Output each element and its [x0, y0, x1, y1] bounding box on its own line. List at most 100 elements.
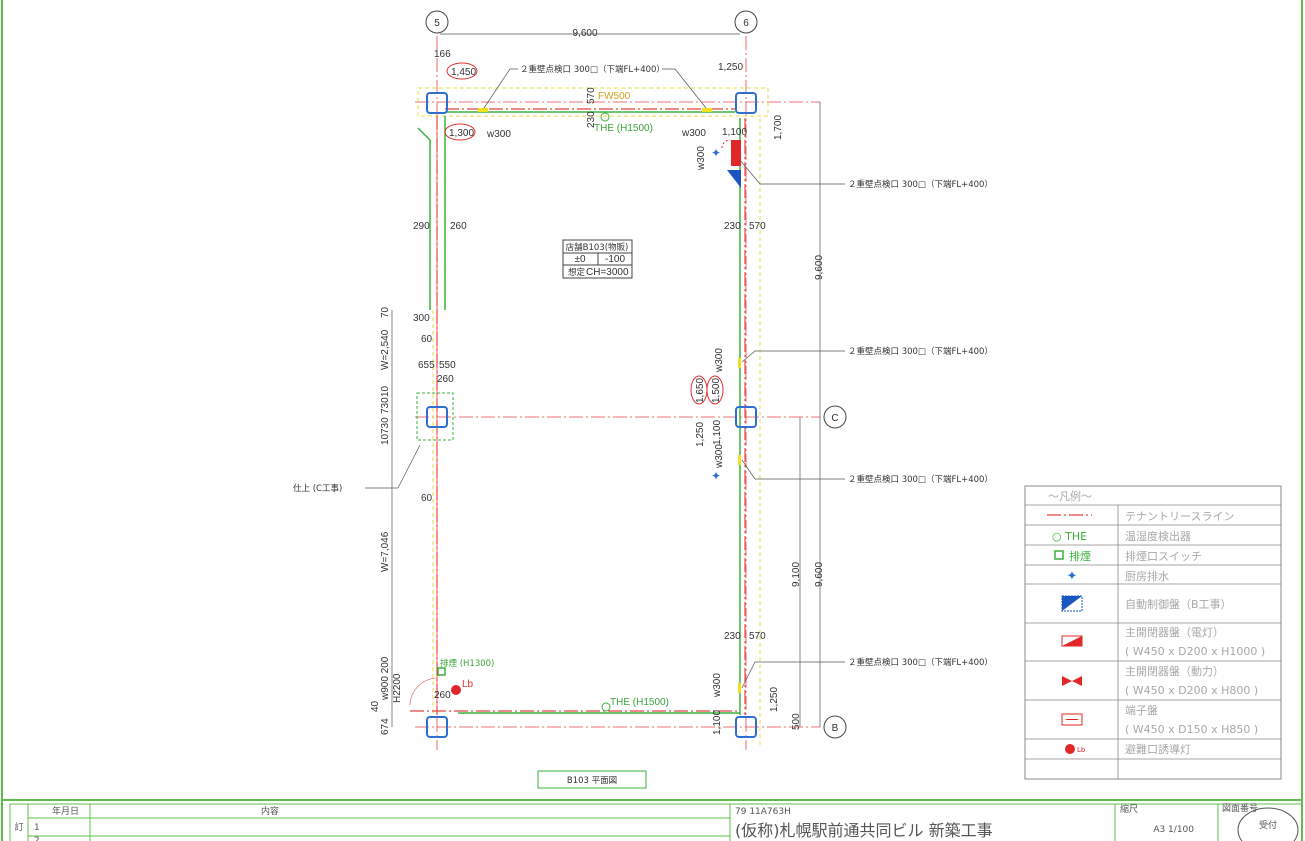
kitchen-drain-icon: ✦ — [1067, 569, 1078, 584]
inspection-hatches — [478, 108, 741, 693]
grid-lines — [415, 36, 820, 750]
the-label: THE (H1500) — [594, 123, 653, 134]
svg-text:1,100: 1,100 — [712, 710, 723, 735]
svg-text:排煙口スイッチ: 排煙口スイッチ — [1125, 549, 1202, 563]
room-label: 店舗B103(物販) ±0 -100 想定 CH=3000 — [562, 239, 633, 279]
svg-text:166: 166 — [434, 49, 451, 60]
svg-text:260: 260 — [437, 374, 454, 385]
svg-text:9,100: 9,100 — [791, 562, 802, 587]
svg-text:2: 2 — [34, 836, 40, 841]
svg-text:CH=3000: CH=3000 — [586, 267, 629, 278]
auto-control-panel-icon — [727, 170, 741, 188]
exit-light-icon — [1065, 744, 1075, 754]
svg-text:C: C — [831, 413, 838, 424]
svg-text:730: 730 — [380, 397, 391, 414]
the-sensor-icon — [600, 112, 610, 122]
svg-text:1,100: 1,100 — [712, 420, 723, 445]
svg-text:w300: w300 — [696, 146, 707, 171]
svg-text:自動制御盤（B工事）: 自動制御盤（B工事） — [1125, 597, 1232, 611]
svg-text:( W450 x D200 x H800 ): ( W450 x D200 x H800 ) — [1125, 684, 1258, 697]
door-swing — [409, 677, 438, 706]
svg-text:70: 70 — [380, 306, 391, 318]
svg-text:w300: w300 — [681, 128, 706, 139]
kitchen-drain-icon: ✦ — [711, 469, 721, 483]
svg-text:W=7,046: W=7,046 — [380, 531, 391, 572]
callout-leaders — [365, 33, 845, 727]
svg-text:79 11A763H: 79 11A763H — [735, 807, 791, 817]
smoke-label: 排煙 (H1300) — [440, 658, 494, 669]
svg-text:730: 730 — [380, 417, 391, 434]
svg-text:230: 230 — [724, 631, 741, 642]
svg-text:550: 550 — [439, 360, 456, 371]
terminal-board-icon — [1061, 713, 1083, 726]
svg-text:5: 5 — [434, 18, 440, 29]
svg-text:1: 1 — [34, 823, 40, 833]
svg-text:260: 260 — [450, 221, 467, 232]
svg-text:260: 260 — [434, 690, 451, 701]
svg-text:9,600: 9,600 — [572, 28, 597, 39]
lb-label: Lb — [462, 679, 474, 690]
svg-text:9,600: 9,600 — [814, 255, 825, 280]
svg-text:避難口誘導灯: 避難口誘導灯 — [1125, 742, 1191, 756]
legend-title: 〜凡例〜 — [1048, 489, 1092, 503]
svg-text:1,700: 1,700 — [773, 115, 784, 140]
svg-text:655: 655 — [418, 360, 435, 371]
column-icon — [426, 92, 448, 114]
kitchen-drain-icon: ✦ — [711, 146, 721, 160]
project-title: (仮称)札幌駅前通共同ビル 新築工事 — [735, 821, 993, 840]
svg-text:230: 230 — [724, 221, 741, 232]
svg-text:1,300: 1,300 — [449, 128, 474, 139]
svg-text:w900 200: w900 200 — [380, 656, 391, 701]
finish-area — [416, 392, 454, 441]
svg-text:1,250: 1,250 — [695, 422, 706, 447]
received-stamp: 受付 — [1237, 807, 1299, 841]
scale-value: A3 1/100 — [1153, 825, 1194, 835]
grid-bubble-6: 6 — [734, 10, 758, 34]
svg-text:B103 平面図: B103 平面図 — [567, 776, 617, 786]
svg-text:端子盤: 端子盤 — [1125, 704, 1158, 717]
svg-text:1,250: 1,250 — [769, 687, 780, 712]
main-switchboard-light-icon — [1061, 635, 1083, 647]
svg-text:9,600: 9,600 — [814, 562, 825, 587]
exit-light-icon — [451, 685, 461, 695]
smoke-switch-icon — [1054, 550, 1064, 560]
svg-text:w300: w300 — [712, 673, 723, 698]
svg-text:テナントリースライン: テナントリースライン — [1125, 510, 1234, 523]
drawing-title: B103 平面図 — [537, 770, 647, 789]
svg-text:年月日: 年月日 — [52, 805, 79, 817]
column-icon — [735, 92, 757, 114]
svg-text:厨房排水: 厨房排水 — [1125, 569, 1169, 583]
dimension-labels: 9,600 166 1,450 1,250 1,300 w300 w300 1,… — [413, 28, 766, 701]
callout-inspection-hatch: ２重壁点検口 300□（下端FL+400） — [848, 179, 993, 190]
svg-text:W=2,540: W=2,540 — [380, 329, 391, 370]
fw-label: FW500 — [598, 91, 631, 102]
svg-text:主開閉器盤（動力）: 主開閉器盤（動力） — [1125, 664, 1224, 678]
column-icon — [735, 716, 757, 738]
svg-text:図面番号: 図面番号 — [1222, 802, 1258, 814]
svg-text:縮尺: 縮尺 — [1120, 803, 1138, 815]
grid-bubble-b: B — [823, 715, 847, 739]
grid-bubble-c: C — [823, 405, 847, 429]
svg-text:570: 570 — [749, 221, 766, 232]
svg-text:w300: w300 — [486, 129, 511, 140]
auto-control-panel-icon — [1061, 595, 1083, 612]
svg-text:訂: 訂 — [14, 821, 23, 833]
svg-text:10: 10 — [380, 433, 391, 445]
callout-inspection-hatch: ２重壁点検口 300□（下端FL+400） — [848, 657, 993, 668]
grid-bubble-5: 5 — [425, 10, 449, 34]
tenant-walls — [410, 87, 769, 745]
main-switchboard-power-icon — [1062, 676, 1082, 686]
smoke-switch-icon — [437, 667, 446, 676]
svg-text:±0: ±0 — [574, 254, 585, 265]
svg-text:店舗B103(物販): 店舗B103(物販) — [566, 242, 629, 253]
column-icon — [426, 406, 448, 428]
svg-text:10: 10 — [380, 385, 391, 397]
svg-text:570: 570 — [586, 87, 597, 104]
svg-text:( W450 x D150 x H850 ): ( W450 x D150 x H850 ) — [1125, 723, 1258, 736]
svg-text:H2200: H2200 — [392, 673, 403, 703]
svg-text:1,450: 1,450 — [451, 67, 476, 78]
svg-text:300: 300 — [413, 313, 430, 324]
the-icon: ○ THE — [1052, 530, 1087, 543]
svg-text:1,500: 1,500 — [711, 378, 722, 403]
